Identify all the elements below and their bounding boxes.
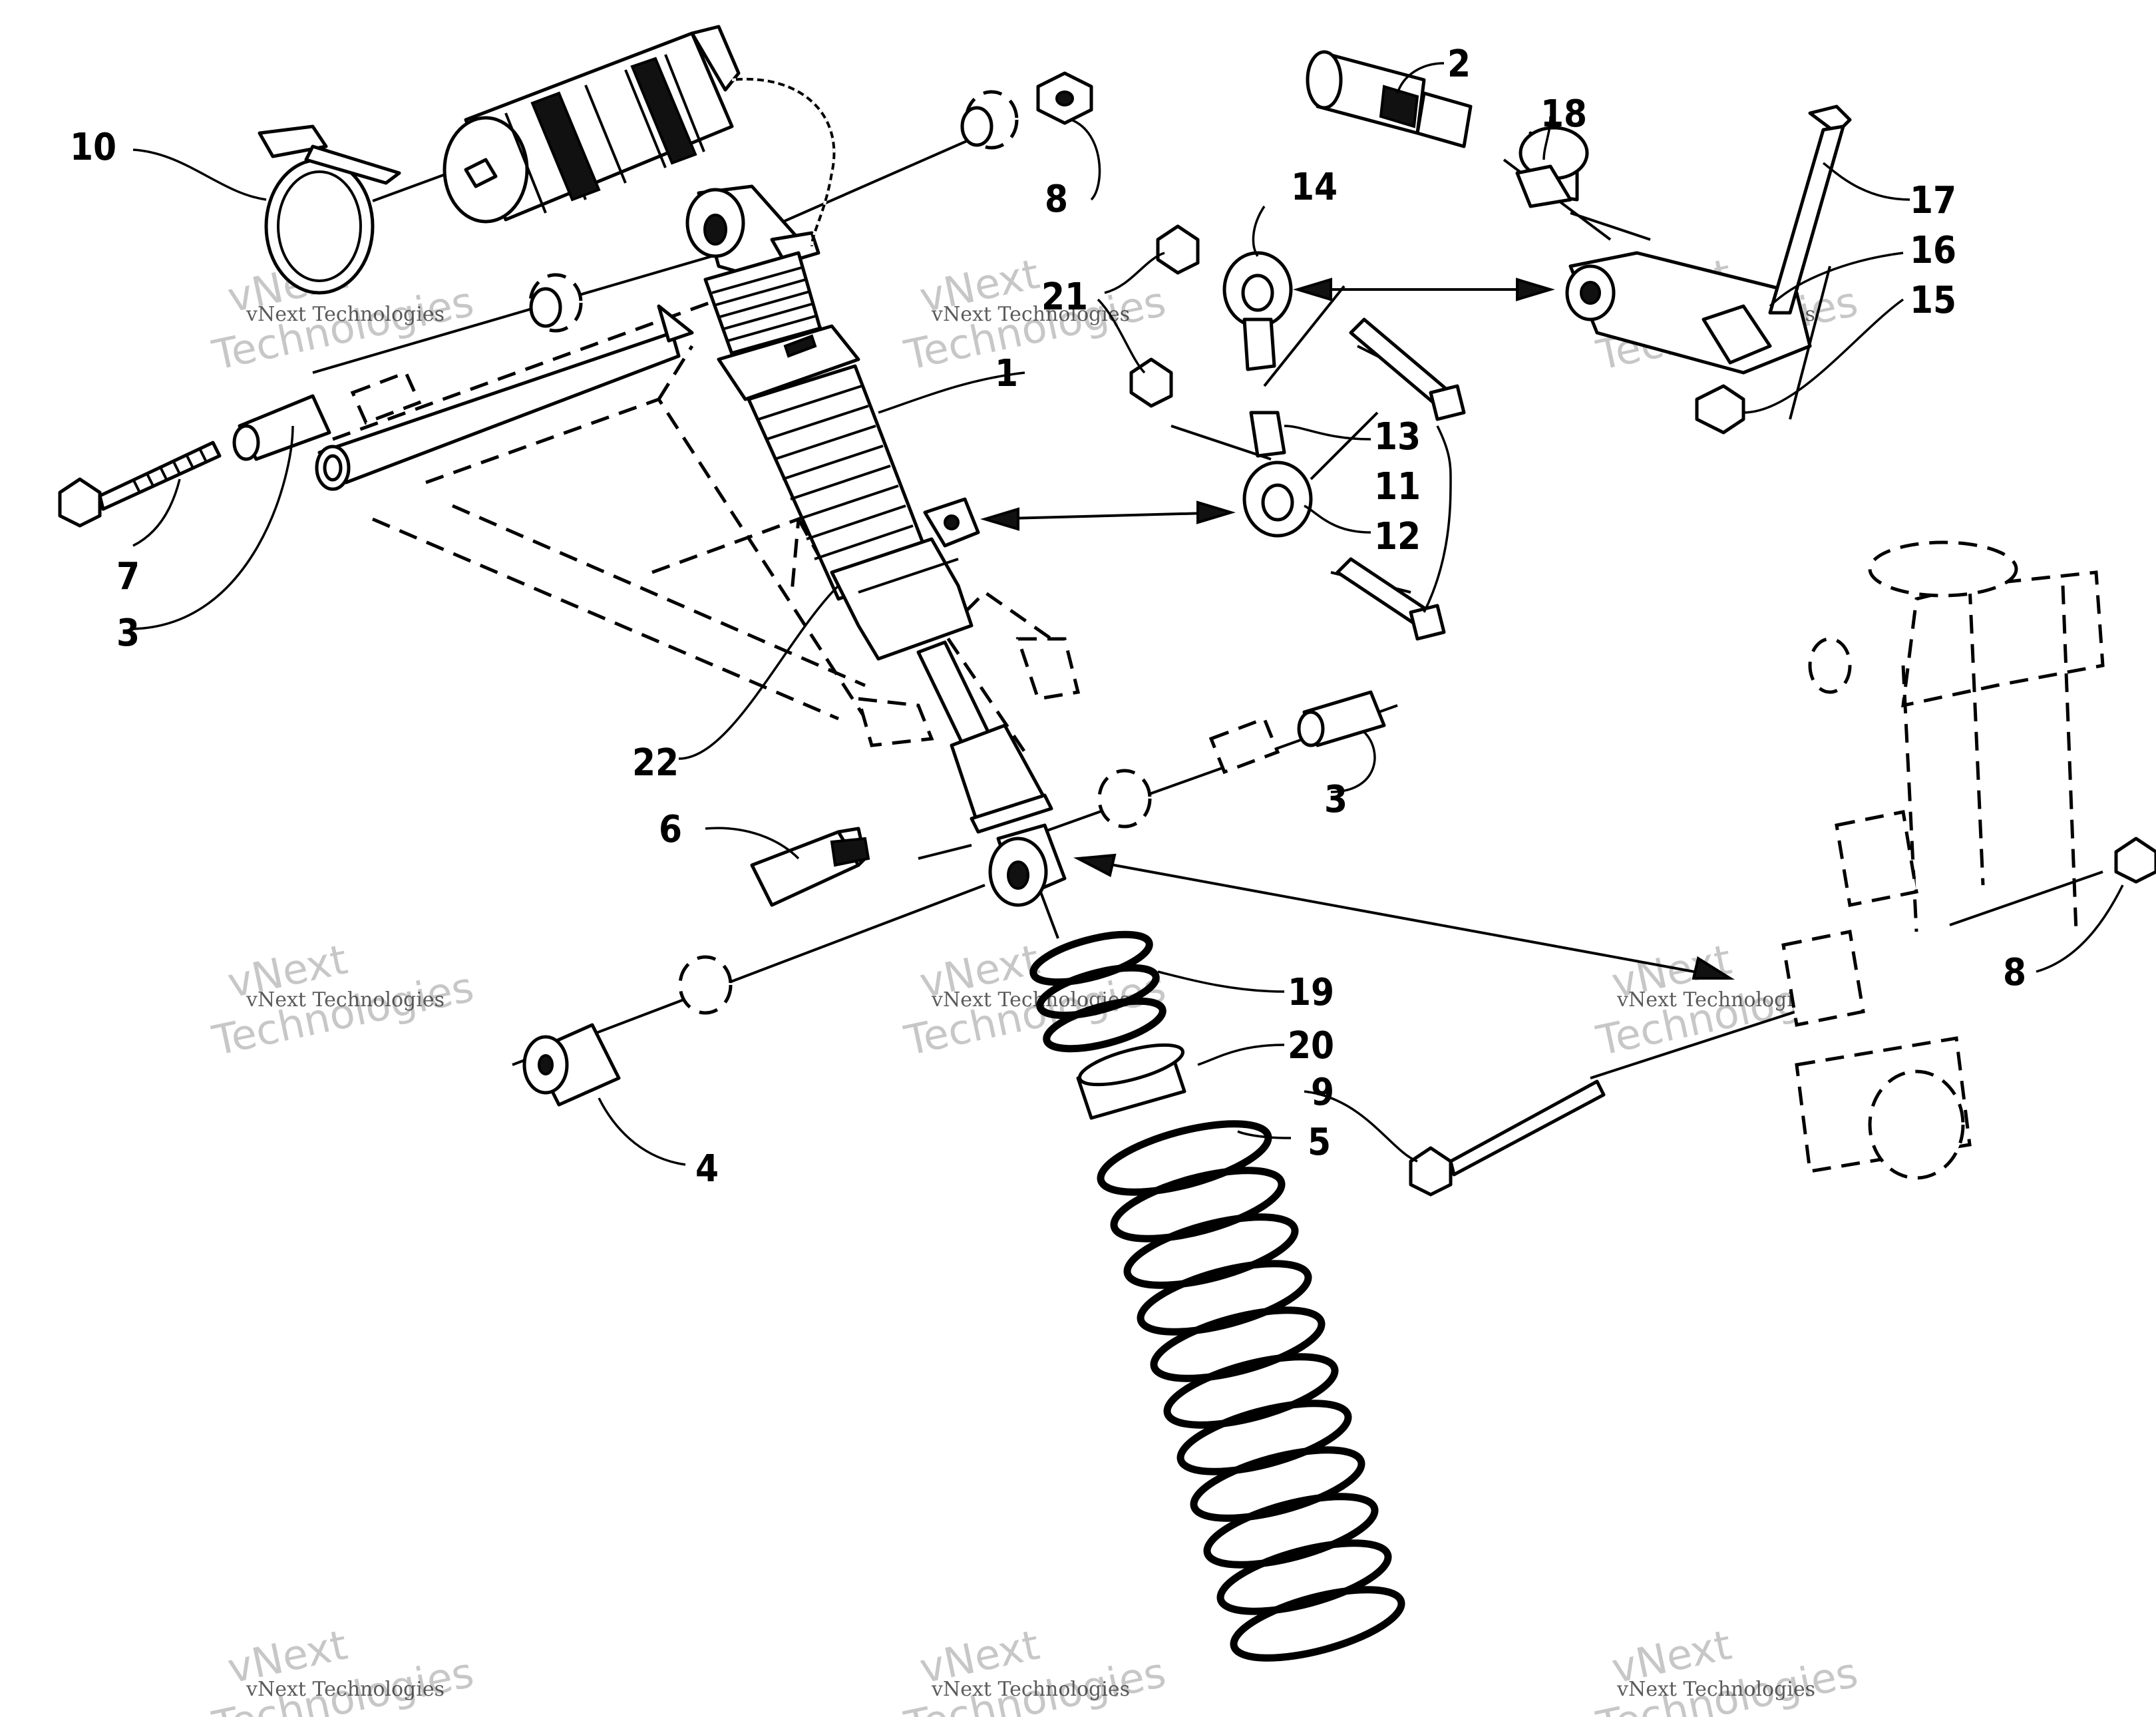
callout-11: 11 [1374,465,1421,508]
callout-14: 14 [1291,166,1338,209]
shock-reservoir [443,25,836,247]
leader-8a [1071,118,1101,201]
callout-6: 6 [659,808,682,851]
callout-7: 7 [116,555,140,598]
leader-7 [132,478,181,547]
callout-1: 1 [995,352,1018,395]
coil-spring-assembly [1029,930,1405,1662]
leader-16 [1769,252,1904,307]
watermark-company: vNext Technologies [246,1678,445,1701]
hose-clamp [258,124,401,295]
leader-12 [1304,504,1371,534]
watermark-company: vNext Technologies [246,303,445,326]
callout-2: 2 [1447,43,1471,86]
adjuster-linkage [1306,50,1852,435]
callout-21: 21 [1041,276,1088,319]
leader-9 [1304,1090,1418,1163]
watermark-company: vNext Technologies [1616,988,1815,1012]
watermark-company: vNext Technologies [931,303,1130,326]
watermark-company: vNext Technologies [246,988,445,1012]
leader-21a [1104,252,1165,294]
leader-18 [1542,116,1552,160]
upper-lock-nut [1036,71,1093,125]
callout-22: 22 [632,741,679,785]
upper-bushings [232,90,1019,461]
leader-22 [678,584,840,760]
leader-13 [1284,425,1371,441]
leader-lines [132,62,2124,1166]
mount-bolt-7 [58,441,222,528]
lower-hardware [522,690,1386,1107]
callout-12: 12 [1374,515,1421,558]
callout-3-right: 3 [1324,778,1348,821]
callout-20: 20 [1288,1024,1334,1067]
leader-3b [1330,731,1376,793]
leader-14 [1252,206,1266,257]
callout-13: 13 [1374,415,1421,459]
leader-5 [1237,1130,1292,1139]
callout-4: 4 [695,1147,719,1191]
leader-21b [1097,298,1146,374]
mount-bolt-9 [1409,1079,1606,1197]
watermark-company: vNext Technologies [931,1678,1130,1701]
callout-18: 18 [1540,93,1587,136]
lower-lock-nut [2114,837,2156,884]
leader-4 [598,1097,686,1166]
leader-11 [1423,425,1452,613]
callout-9: 9 [1311,1071,1334,1114]
callouts: 1 2 3 3 4 5 6 7 8 8 9 10 11 12 13 14 15 … [70,43,2026,1191]
a-arm-front-tube [315,304,694,491]
callout-8-lower: 8 [2003,951,2026,994]
leader-3a [132,425,294,630]
callout-15: 15 [1910,279,1956,322]
callout-17: 17 [1910,179,1956,222]
leader-20 [1197,1044,1285,1066]
leader-2 [1396,62,1445,94]
watermarks: vNext Technologies vNext Technologies vN… [208,250,1862,1717]
callout-3-left: 3 [116,612,140,655]
leader-10 [132,148,267,201]
leader-8b [2036,884,2124,973]
callout-19: 19 [1288,971,1334,1014]
leader-17 [1822,162,1910,201]
leader-15 [1743,298,1904,414]
leader-19 [1157,970,1285,993]
callout-5: 5 [1308,1121,1331,1164]
callout-10: 10 [70,126,116,169]
install-arrows [980,278,1735,980]
stabilizer-link [1129,224,1466,641]
callout-16: 16 [1910,229,1956,272]
leader-6 [705,827,800,860]
callout-8-upper: 8 [1045,178,1068,221]
leader-1 [878,371,1025,414]
watermark-company: vNext Technologies [1616,1678,1815,1701]
spindle-reference [1781,540,2105,1180]
shock-absorber [685,184,1067,907]
